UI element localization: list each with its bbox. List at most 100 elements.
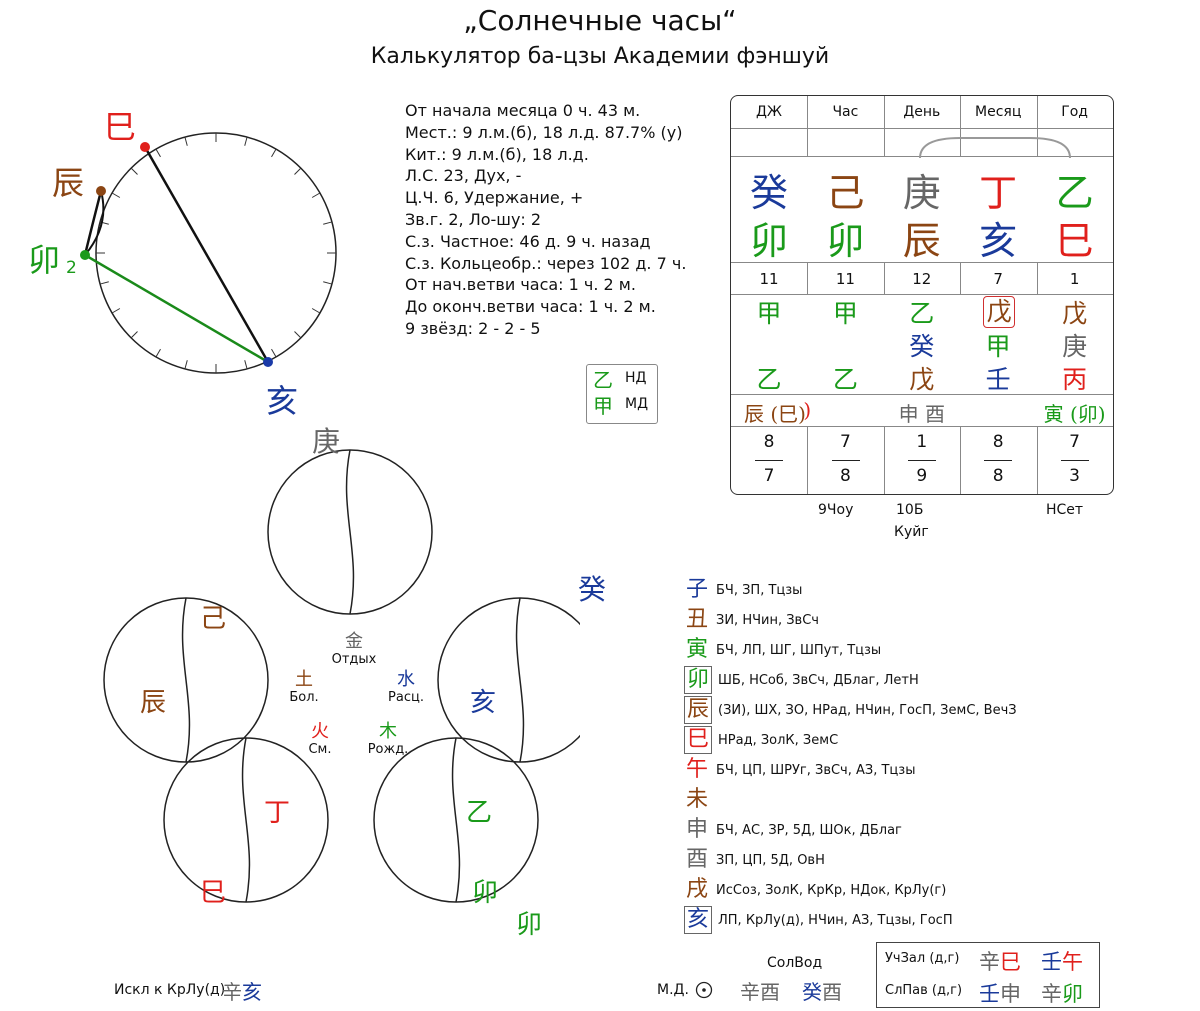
table-col-header: День (903, 104, 941, 120)
element-fire: 火 См. (290, 722, 350, 758)
info-line: От начала месяца 0 ч. 43 м. (405, 101, 641, 120)
legend-box: 乙 НД 甲 МД (586, 364, 658, 424)
table-frac-bottom: 3 (1069, 466, 1080, 486)
clock-tick (130, 167, 138, 175)
table-vline (960, 262, 962, 294)
clock-dot-chen (96, 186, 106, 196)
table-hidden-stem: 甲 (985, 332, 1011, 361)
table-col-header: Месяц (975, 104, 1022, 120)
circle-right-branch: 亥 (470, 688, 497, 718)
branch-list-text: НРад, ЗолК, ЗемС (718, 732, 839, 748)
clock-label-si: 巳 (104, 108, 137, 146)
table-hline (731, 128, 1113, 129)
element-water-label: Расц. (388, 690, 424, 705)
iskl-char-2: 亥 (242, 980, 262, 1004)
corner-1-1-b: 巳 (1000, 950, 1021, 974)
below-label-year: НСет (1046, 502, 1084, 518)
pentagon-divider (451, 737, 461, 903)
below-label-day: 10Б (896, 502, 924, 518)
table-vline (960, 96, 962, 156)
clock-hand-green (84, 253, 269, 364)
table-frac-bottom: 9 (916, 466, 928, 486)
info-line: От нач.ветви часа: 1 ч. 2 м. (405, 275, 636, 295)
element-metal: 金 Отдых (324, 632, 384, 668)
branch-list-char: 午 (685, 757, 708, 782)
branch-list-char: 未 (685, 787, 708, 812)
table-frac-line (984, 460, 1013, 461)
clock-tick (99, 281, 109, 285)
legend-row-md: 甲 МД (587, 391, 657, 418)
branch-list-item: 未 (684, 786, 716, 814)
branch-list-text: ИсСоз, ЗолК, КрКр, НДок, КрЛу(г) (716, 882, 947, 898)
table-hidden-stem: 戊 (983, 296, 1016, 328)
clock-label-chen: 辰 (52, 164, 85, 202)
clock-label-hai: 亥 (266, 382, 299, 420)
element-earth-label: Бол. (289, 690, 319, 705)
circle-br-branch: 卯 (472, 878, 499, 908)
solvod-2-char-2: 酉 (822, 980, 842, 1004)
table-vline (883, 426, 885, 494)
table-hidden-stem: 壬 (985, 365, 1011, 394)
table-relation: 申 酉 (898, 402, 945, 426)
circle-bl-stem: 丁 (264, 798, 291, 828)
clock-label-mao-index: 2 (66, 258, 77, 278)
element-wood-label: Рожд. (367, 742, 409, 757)
table-hidden-stem: 丙 (1062, 365, 1088, 394)
pentagon-circles (103, 449, 580, 903)
table-stem: 癸 (749, 171, 788, 215)
info-line: Кит.: 9 л.м.(б), 18 л.д. (405, 144, 589, 164)
branch-list-char: 酉 (685, 847, 708, 872)
solvod-1-char-1: 辛 (740, 980, 760, 1004)
table-vline (807, 262, 809, 294)
element-fire-label: См. (308, 742, 332, 757)
legend-row-nd: 乙 НД (587, 365, 657, 392)
table-vline (883, 262, 885, 294)
table-branch: 卯 (749, 219, 788, 263)
clash-arc (919, 137, 1071, 159)
table-hline (731, 262, 1113, 263)
element-water: 水 Расц. (376, 669, 436, 706)
info-line: С.з. Частное: 46 д. 9 ч. назад (405, 231, 651, 251)
clock-tick (323, 221, 333, 225)
clock-tick (294, 167, 302, 175)
clock-tick (155, 348, 161, 358)
clock-hand-black (143, 146, 270, 363)
info-line: До оконч.ветви часа: 1 ч. 2 м. (405, 297, 656, 317)
clock-tick (294, 331, 302, 339)
element-water-char: 水 (397, 669, 415, 690)
table-relation: 寅 (卯) (1043, 402, 1106, 426)
table-number: 11 (835, 270, 855, 288)
circle-left-stem: 己 (200, 604, 227, 634)
pentagon-divider (345, 449, 355, 615)
clock-dot-si (140, 142, 150, 152)
clock-dot-hai (263, 357, 273, 367)
table-hline (731, 156, 1113, 157)
page-title: „Солнечные часы“ (463, 4, 737, 37)
pentagon-extra-label: 卯 (516, 910, 543, 940)
table-frac-line (831, 460, 860, 461)
clock-tick (311, 308, 321, 314)
table-branch: 辰 (902, 219, 941, 263)
table-frac-line (908, 460, 936, 461)
clock-tick (244, 360, 248, 370)
pentagon-top-label: 庚 (312, 425, 341, 458)
table-relation: 辰 (巳) (744, 402, 806, 426)
clock-tick (323, 281, 333, 285)
table-vline (960, 426, 962, 494)
legend-label-md: МД (625, 396, 649, 412)
iskl-label: Искл к КрЛу(д) (114, 982, 226, 998)
table-branch: 卯 (826, 219, 865, 263)
table-vline (1036, 262, 1038, 294)
table-col-header: Час (832, 104, 859, 120)
clock-diagram (80, 132, 337, 374)
clock-ticks (96, 133, 336, 373)
below-label-day-2: Куйг (894, 524, 929, 540)
table-hline (731, 294, 1113, 295)
table-vline (807, 96, 809, 156)
pentagon-topright-label: 癸 (578, 573, 607, 606)
table-col-header: Год (1061, 104, 1088, 120)
